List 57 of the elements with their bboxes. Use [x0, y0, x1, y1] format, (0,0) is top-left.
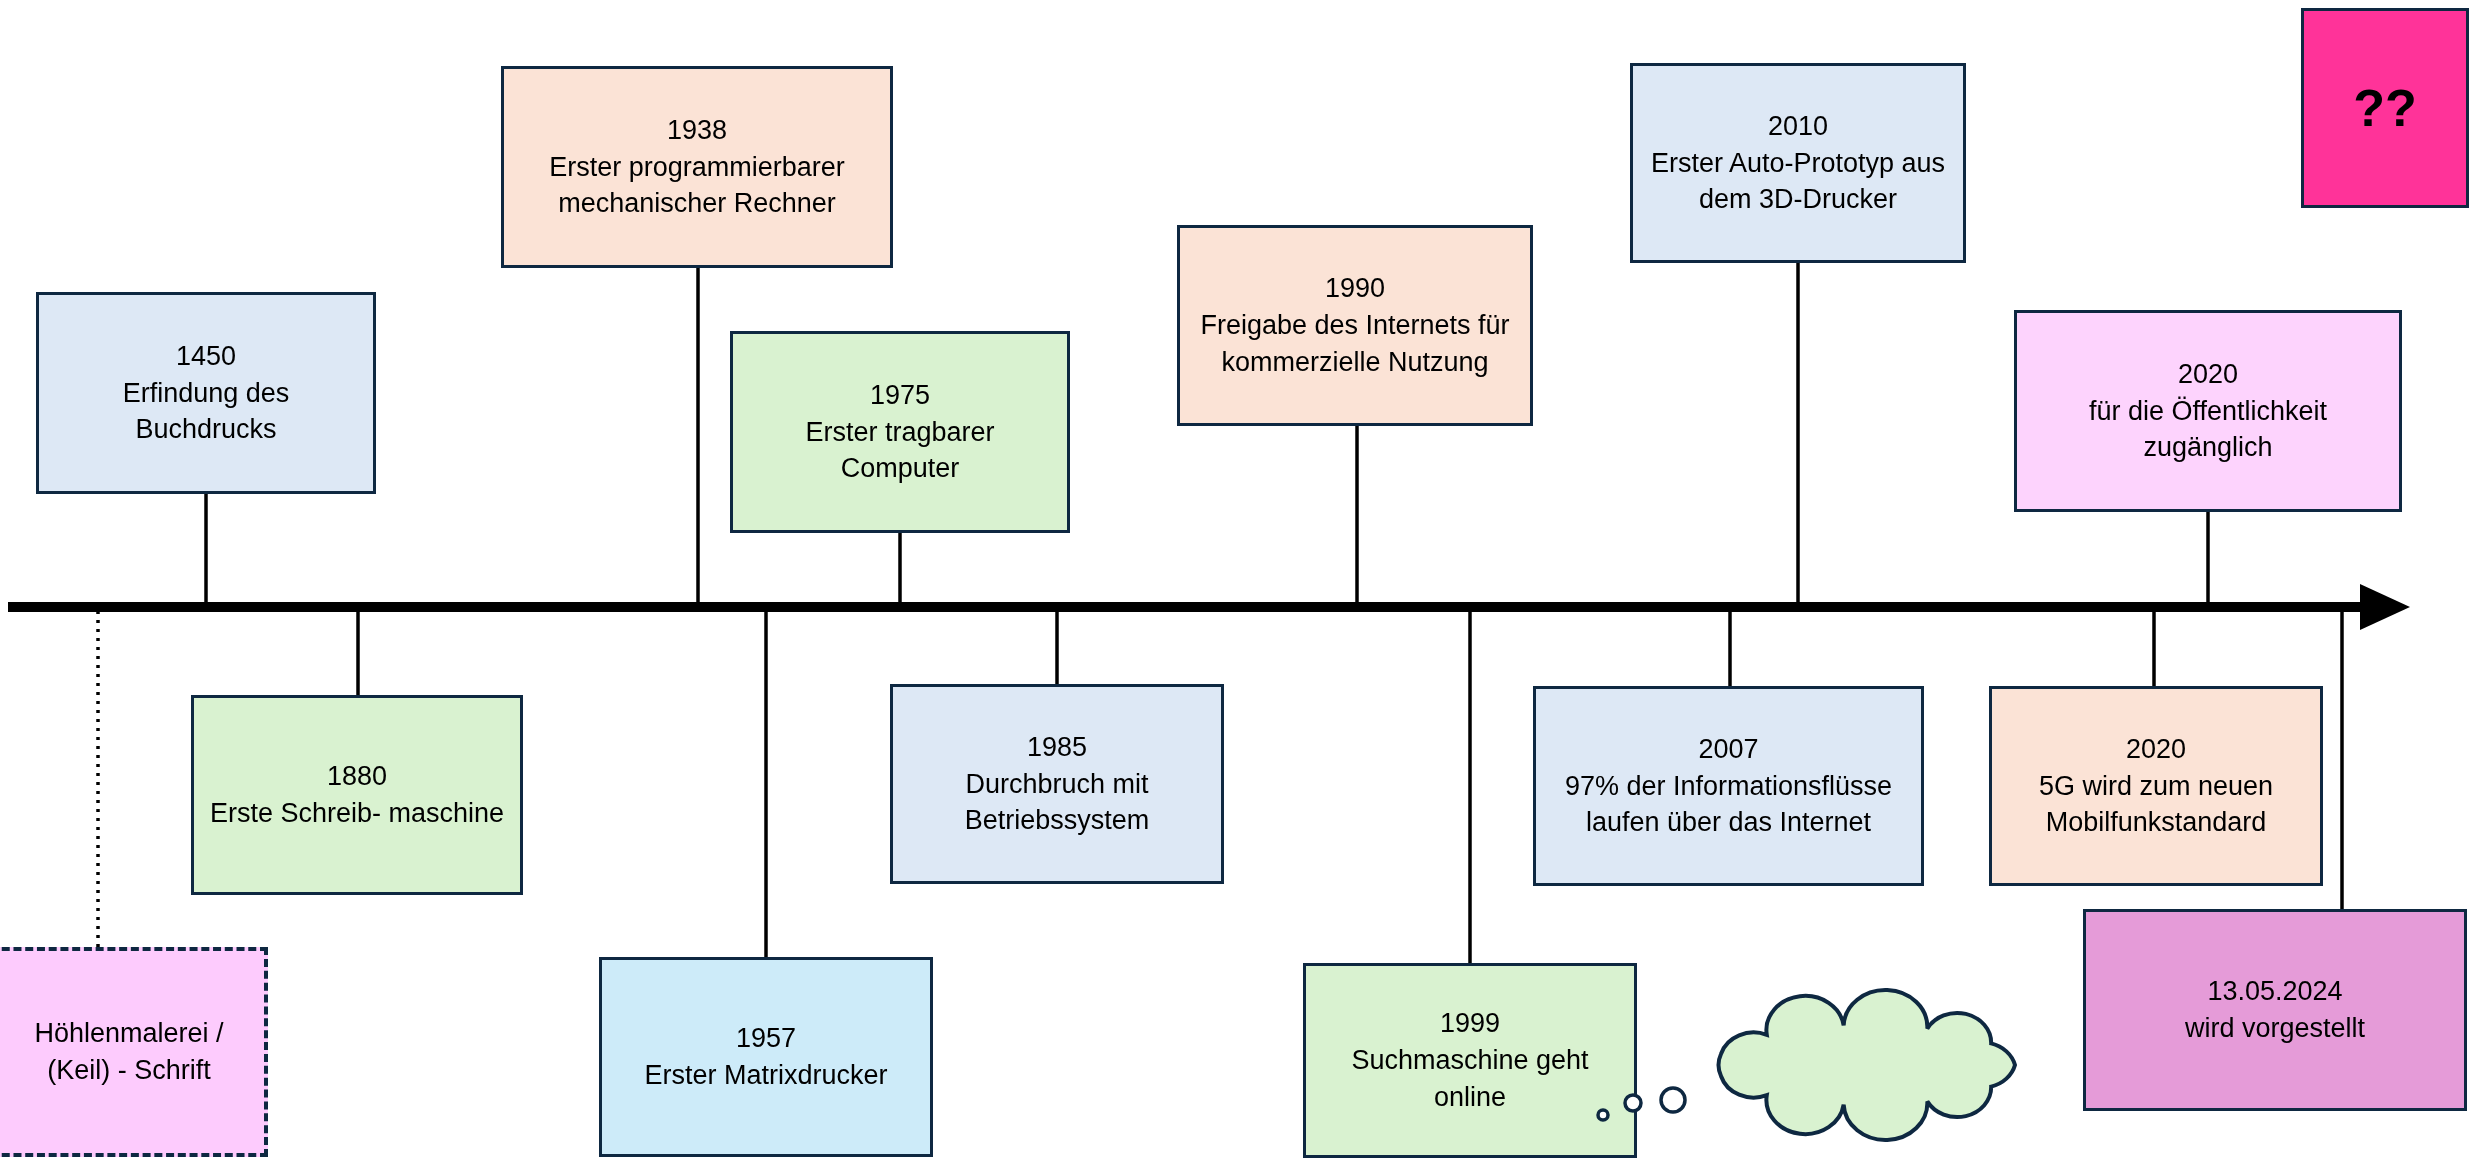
event-box [2014, 310, 2402, 512]
connector-line [1355, 426, 1359, 602]
event-text: Erster Matrixdrucker [644, 1059, 888, 1092]
event-date: 1957 [735, 1022, 797, 1056]
connector-line [1468, 612, 1472, 963]
connector-line [1796, 263, 1800, 602]
event-text: Freigabe des Internets für kommerzielle Nutzung [1199, 309, 1511, 379]
connector-line [2152, 612, 2156, 686]
event-text: Erste Schreib- maschine [209, 797, 505, 830]
event-text: Erster Auto-Prototyp aus dem 3D-Drucker [1649, 146, 1947, 217]
connector-line [1055, 612, 1059, 684]
event-text: Durchbruch mit Betriebssystem [963, 767, 1151, 838]
connector-line [898, 533, 902, 602]
connector-line [2340, 612, 2344, 909]
event-box [2083, 909, 2467, 1111]
event-date: 1999 [1439, 1007, 1501, 1041]
event-text: Erster tragbarer Computer [804, 415, 996, 486]
event-box [730, 331, 1070, 533]
event-box [501, 66, 893, 268]
event-date: 1990 [1324, 272, 1386, 306]
event-text: für die Öffentlichkeit zugänglich [2087, 394, 2329, 465]
event-text: Erfindung des Buchdrucks [121, 376, 291, 447]
event-box [191, 695, 523, 895]
event-text: Höhlenmalerei / (Keil) - Schrift [33, 1017, 225, 1087]
connector-line [2206, 512, 2210, 602]
connector-line [204, 494, 208, 602]
event-box [1177, 225, 1533, 426]
event-date: 2010 [1767, 109, 1829, 143]
event-date: 2020 [2125, 732, 2187, 766]
dashed-event-box [0, 947, 268, 1157]
event-text: 97% der Informationsflüsse laufen über das Internet [1563, 769, 1894, 840]
event-date: 1880 [326, 760, 388, 794]
event-box [599, 957, 933, 1157]
event-box [1303, 963, 1637, 1158]
event-date: 1985 [1026, 730, 1088, 764]
event-text: Erster programmierbarer mechanischer Rechner [548, 150, 846, 221]
connector-line [1728, 612, 1732, 686]
connector-line [356, 612, 360, 695]
connector-line [696, 268, 700, 602]
event-date: 2007 [1698, 732, 1759, 766]
event-box [36, 292, 376, 494]
event-date: 1975 [869, 378, 931, 412]
connector-line [764, 612, 768, 957]
event-text: Suchmaschine geht online [1350, 1044, 1590, 1114]
event-text: wird vorgestellt [2184, 1012, 2366, 1045]
event-text: ?? [2353, 77, 2417, 139]
event-date: 1450 [175, 339, 237, 373]
event-text: 5G wird zum neuen Mobilfunkstandard [2037, 769, 2275, 840]
event-box [1989, 686, 2323, 886]
event-box [890, 684, 1224, 884]
event-date: 13.05.2024 [2207, 975, 2343, 1009]
event-box [2301, 8, 2469, 208]
event-box [1533, 686, 1924, 886]
dotted-connector-line [96, 612, 100, 947]
event-date: 2020 [2177, 357, 2239, 391]
event-box [1630, 63, 1966, 263]
event-date: 1938 [666, 113, 728, 147]
